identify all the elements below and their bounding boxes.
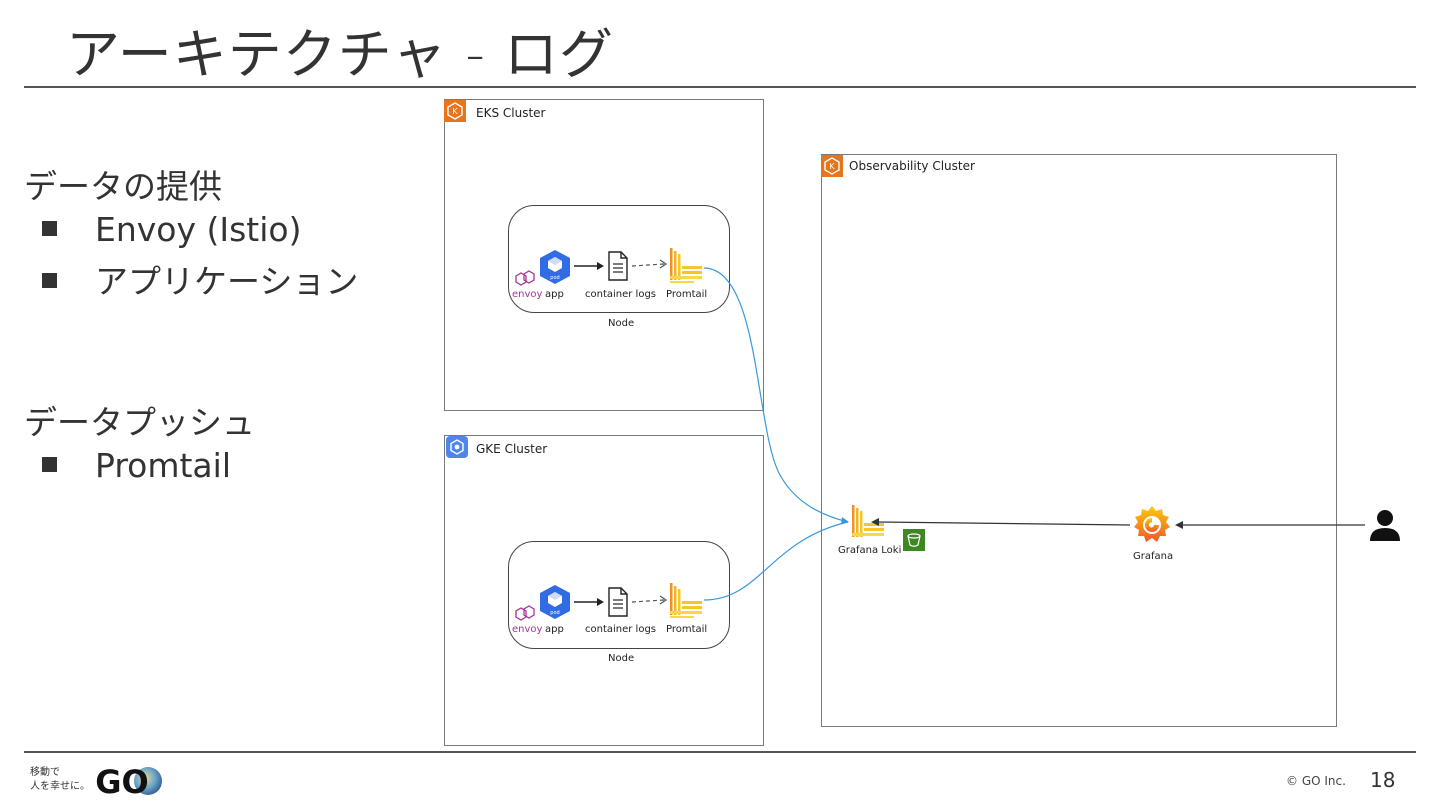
svg-text:pod: pod: [550, 610, 559, 616]
bullet-envoy: Envoy (Istio): [42, 210, 301, 249]
envoy-icon: [515, 605, 535, 621]
heading-data-push: データプッシュ: [24, 403, 255, 442]
footer-slogan: 移動で 人を幸せに。: [30, 767, 90, 792]
loki-icon: [852, 505, 884, 537]
connector-eks-promtail-to-loki: [703, 267, 849, 523]
loki-label: Grafana Loki: [838, 545, 902, 556]
s3-bucket-icon: [903, 529, 925, 551]
bullet-marker: [42, 221, 57, 236]
eks-cluster-label: EKS Cluster: [476, 106, 546, 120]
grafana-icon: [1134, 506, 1170, 542]
gke-logs-label: container logs: [585, 624, 657, 635]
title-divider: [24, 86, 1416, 88]
bullet-marker: [42, 457, 57, 472]
copyright: © GO Inc.: [1286, 774, 1346, 788]
gke-envoy-label: envoy: [512, 624, 543, 635]
promtail-icon: [670, 583, 702, 618]
eks-promtail-label: Promtail: [666, 289, 708, 300]
document-icon: [608, 587, 628, 617]
svg-text:GO: GO: [95, 763, 148, 801]
grafana-label: Grafana: [1133, 551, 1174, 562]
bullet-promtail: Promtail: [42, 446, 231, 485]
document-icon: [608, 251, 628, 281]
eks-icon: K: [821, 155, 843, 177]
gke-app-label: app: [545, 624, 564, 635]
connector-grafana-to-loki: [877, 521, 1131, 526]
footer-divider: [24, 751, 1416, 753]
user-icon: [1370, 510, 1400, 541]
arrow-app-to-logs: [574, 598, 604, 606]
svg-text:pod: pod: [550, 275, 559, 281]
pod-icon: pod: [540, 250, 570, 284]
go-logo: GO: [95, 763, 162, 801]
slide-title: アーキテクチャ - ログ: [66, 23, 615, 86]
bullet-marker: [42, 273, 57, 288]
envoy-icon: [515, 270, 535, 286]
connector-user-arrowhead: [1175, 521, 1183, 529]
eks-logs-label: container logs: [585, 289, 657, 300]
pod-icon: pod: [540, 585, 570, 619]
eks-envoy-label: envoy: [512, 289, 543, 300]
eks-icon: K: [444, 100, 466, 122]
observability-cluster: [821, 154, 1337, 727]
dashed-arrow-logs-to-promtail: [631, 595, 668, 605]
arrow-app-to-logs: [574, 262, 604, 270]
dashed-arrow-logs-to-promtail: [631, 259, 668, 269]
page-number: 18: [1370, 768, 1396, 792]
bullet-application: アプリケーション: [42, 255, 358, 303]
promtail-icon: [670, 248, 702, 283]
observability-cluster-label: Observability Cluster: [849, 159, 975, 173]
svg-text:K: K: [452, 107, 458, 116]
heading-data-source: データの提供: [24, 167, 222, 206]
gke-icon: [446, 436, 468, 458]
gke-node-label: Node: [608, 653, 635, 664]
gke-cluster-label: GKE Cluster: [476, 442, 548, 456]
svg-text:K: K: [829, 162, 835, 171]
eks-node-label: Node: [608, 318, 635, 329]
connector-grafana-arrowhead: [871, 518, 879, 526]
connector-gke-promtail-to-loki: [703, 521, 849, 601]
eks-app-label: app: [545, 289, 564, 300]
gke-promtail-label: Promtail: [666, 624, 708, 635]
